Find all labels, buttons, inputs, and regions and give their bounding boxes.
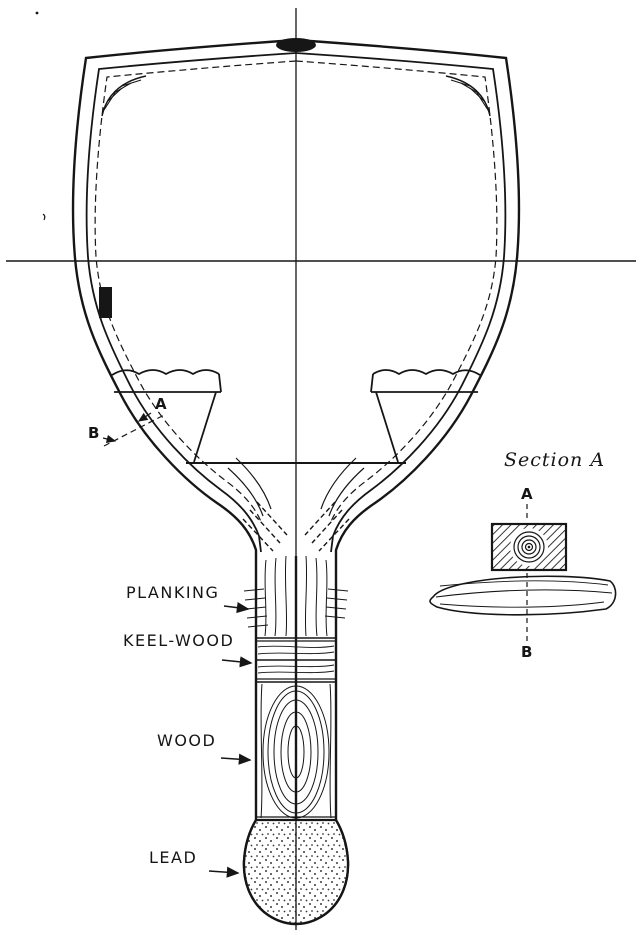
- timber-knot: [510, 528, 548, 566]
- keel-wood-arrow: [221, 656, 253, 668]
- section-a-detail: Section A A B: [429, 449, 617, 661]
- section-a-title: Section A: [504, 449, 605, 471]
- lead-arrow: [208, 866, 240, 878]
- paper-specks: [35, 11, 46, 221]
- keel-bolts: [242, 501, 350, 552]
- deadwood-laminations: [227, 457, 365, 517]
- cut-mark-a-label: A: [155, 395, 167, 413]
- section-a-bottom-letter: B: [521, 643, 532, 661]
- cut-mark-b-label: B: [88, 424, 99, 442]
- lead-label: LEAD: [149, 848, 197, 867]
- stem-head-blob: [276, 38, 316, 52]
- wood-arrow: [220, 753, 252, 765]
- callout-wood: WOOD: [157, 731, 252, 765]
- chainplate-fitting: [99, 287, 112, 318]
- deck-knee-left: [101, 75, 147, 117]
- keel-wood-label: KEEL-WOOD: [123, 631, 234, 650]
- seat-right: [370, 369, 481, 463]
- wood-label: WOOD: [157, 731, 216, 750]
- callout-planking: PLANKING: [126, 583, 250, 614]
- deck-knee-right: [445, 75, 491, 117]
- section-cut-marks: A B: [88, 395, 167, 447]
- seat-left: [111, 369, 222, 463]
- keel-upper-grain: [264, 555, 328, 637]
- callout-lead: LEAD: [149, 848, 240, 878]
- hull-dashed-liner: [94, 60, 498, 525]
- hull-inner-planking: [85, 52, 507, 553]
- section-a-top-letter: A: [521, 485, 533, 503]
- planking-arrow: [223, 602, 250, 614]
- planking-label: PLANKING: [126, 583, 219, 602]
- keel-wood-band: [256, 637, 336, 683]
- plank-board: [429, 575, 617, 616]
- callout-keel-wood: KEEL-WOOD: [123, 631, 253, 668]
